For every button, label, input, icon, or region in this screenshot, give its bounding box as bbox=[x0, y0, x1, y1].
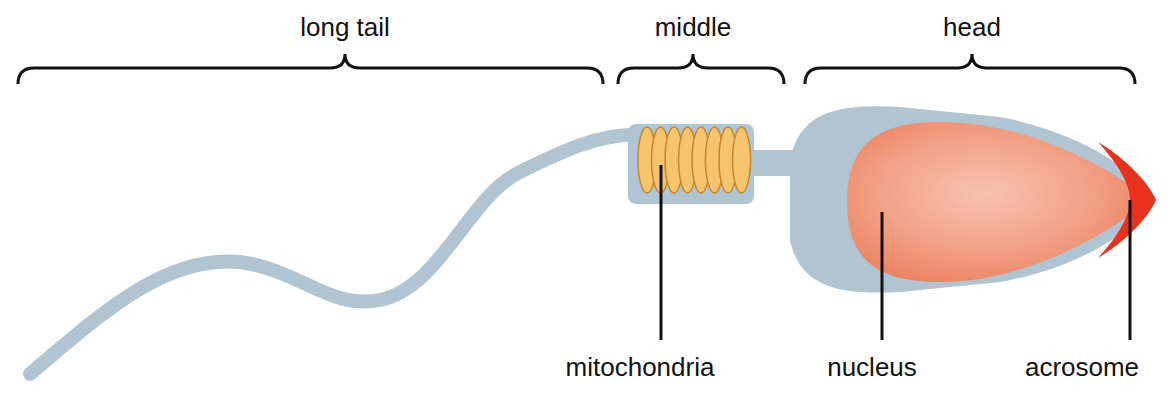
region-label: head bbox=[943, 12, 1001, 42]
tail-bracket bbox=[18, 54, 603, 84]
part-label: acrosome bbox=[1025, 352, 1139, 382]
mitochondria bbox=[638, 127, 751, 193]
head-body bbox=[790, 106, 1152, 292]
tail bbox=[30, 135, 640, 374]
middle-bracket bbox=[618, 54, 784, 84]
brackets bbox=[18, 54, 1135, 84]
middle-piece bbox=[628, 124, 754, 204]
nucleus-shape bbox=[847, 122, 1150, 282]
leader-lines bbox=[661, 165, 1130, 340]
part-label: mitochondria bbox=[566, 352, 715, 382]
leader-line bbox=[881, 212, 884, 340]
region-label: middle bbox=[655, 12, 732, 42]
part-label: nucleus bbox=[827, 352, 917, 382]
acrosome-shape bbox=[1098, 142, 1156, 258]
leader-line bbox=[660, 165, 663, 340]
head-bracket bbox=[805, 54, 1135, 84]
mitochondrion bbox=[733, 127, 751, 193]
leader-line bbox=[1129, 200, 1132, 340]
region-label: long tail bbox=[300, 12, 390, 42]
